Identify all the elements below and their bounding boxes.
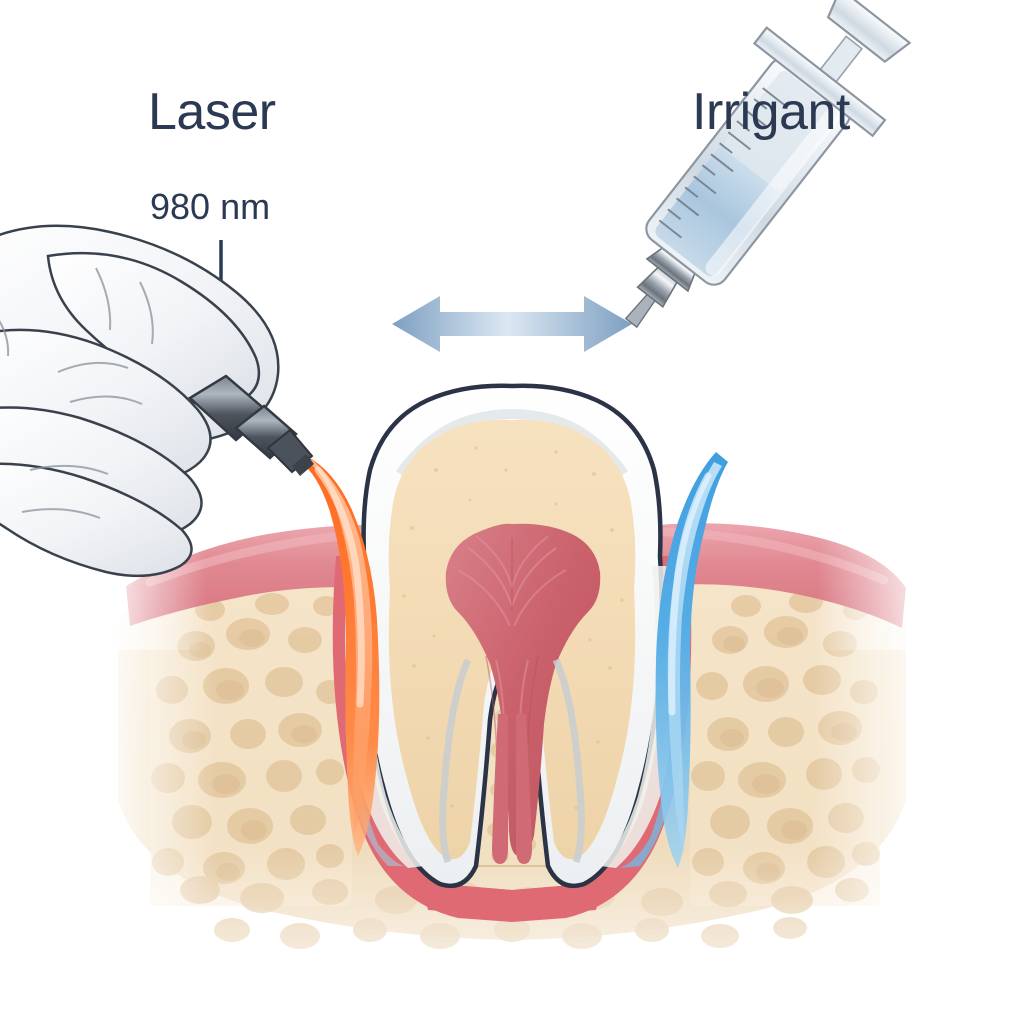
fiber-tip — [292, 454, 314, 476]
tooth-cross-section — [360, 383, 664, 889]
barrel-specular — [705, 106, 842, 276]
thumb-pad — [826, 0, 912, 63]
pdl-floor — [427, 884, 597, 916]
syringe-liquid — [655, 146, 780, 277]
root-canal-left — [492, 714, 508, 864]
label-irrigant: Irrigant — [692, 83, 850, 141]
laser-beam — [300, 456, 380, 856]
irrigant-stream — [655, 452, 728, 868]
label-wavelength: 980 nm — [150, 186, 271, 227]
needle-cone — [636, 266, 678, 309]
finger-flange — [752, 26, 887, 138]
dentin-speckles — [402, 446, 624, 810]
needle-shaft — [624, 293, 656, 329]
irrigation-syringe — [624, 0, 912, 329]
bone-fade-bottom — [96, 848, 946, 1024]
bidirectional-arrow — [392, 296, 632, 352]
root-edge-left — [439, 658, 472, 864]
label-laser: Laser — [148, 83, 276, 141]
plunger-head — [723, 70, 838, 190]
laser-beam-highlight — [314, 466, 365, 708]
handpiece-nose — [187, 374, 314, 476]
gingiva-fade-right — [818, 510, 938, 650]
gloved-hand — [0, 224, 314, 578]
arrow-shape — [392, 296, 632, 352]
syringe-graduations — [658, 87, 786, 239]
glove-creases — [0, 267, 154, 519]
root-edge-right — [552, 658, 585, 864]
irrigant-highlight — [668, 472, 712, 716]
root-canal-right — [516, 714, 532, 864]
ring-finger — [0, 462, 193, 578]
